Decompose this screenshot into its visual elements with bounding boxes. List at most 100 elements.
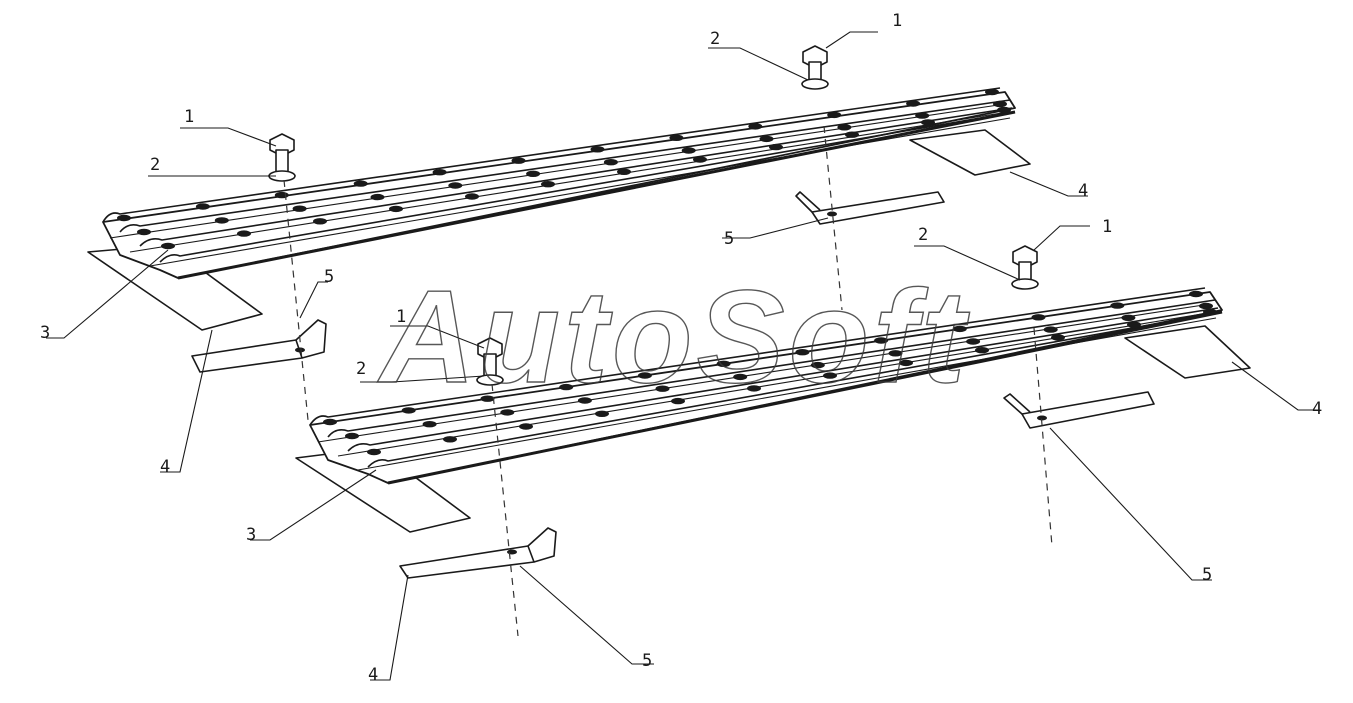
upper-row-a-hole — [590, 146, 605, 153]
upper-row-a-hole — [827, 111, 842, 119]
callout-2-lower-left: 2 — [356, 359, 366, 379]
lower-rail-assembly — [295, 245, 1251, 637]
upper-row-b-hole — [837, 124, 852, 131]
callout-1-upper-right: 1 — [892, 11, 902, 31]
lower-row-a-hole — [1031, 314, 1046, 321]
lower-row-c-hole — [747, 385, 761, 392]
lower-row-c-hole — [443, 436, 457, 443]
callout-4-upper-left: 4 — [160, 457, 170, 477]
upper-row-b-hole — [370, 193, 385, 201]
callout-2-lower-right: 2 — [918, 225, 928, 245]
upper-row-b-hole — [915, 112, 930, 119]
slotted-rail-lower — [309, 287, 1223, 485]
upper-row-b-hole — [137, 228, 151, 236]
lower-row-b-hole — [1043, 326, 1058, 333]
callout-4-lower-right: 4 — [1312, 399, 1322, 419]
lower-row-b-hole — [1199, 302, 1213, 310]
upper-row-c-hole — [997, 106, 1011, 114]
callout-5-lower-right: 5 — [1202, 565, 1212, 585]
bracket-lower-left — [399, 527, 557, 579]
callout-1-lower-right: 1 — [1102, 217, 1112, 237]
lower-row-a-hole — [952, 325, 967, 333]
lower-row-b-hole — [733, 373, 748, 381]
upper-row-c-hole — [313, 218, 327, 225]
callout-labels: 1 1 1 1 2 2 2 2 3 3 4 4 4 4 5 5 5 5 — [40, 11, 1322, 685]
bracket-lower-right — [1003, 391, 1155, 429]
upper-row-a-hole — [906, 100, 921, 107]
lower-row-a-hole — [559, 383, 574, 391]
callout-4-upper-right: 4 — [1078, 181, 1088, 201]
upper-row-a-hole — [353, 180, 368, 187]
support-plate-right-upper — [909, 129, 1031, 176]
callout-2-upper-left: 2 — [150, 155, 160, 175]
lower-row-c-hole — [1203, 308, 1217, 316]
lower-row-a-hole — [401, 407, 416, 414]
lower-row-b-hole — [655, 385, 670, 392]
upper-row-c-hole — [161, 242, 175, 250]
upper-row-b-hole — [448, 182, 463, 189]
rail-holes-lower — [323, 290, 1217, 456]
upper-row-c-hole — [465, 193, 479, 200]
lower-row-a-hole — [323, 418, 337, 426]
upper-row-b-hole — [681, 147, 696, 154]
lower-row-b-hole — [422, 421, 437, 428]
lower-row-c-hole — [671, 397, 685, 405]
upper-rail-assembly — [87, 45, 1031, 421]
upper-row-c-hole — [921, 119, 935, 126]
upper-row-b-hole — [993, 100, 1007, 108]
callout-1-upper-left: 1 — [184, 107, 194, 127]
support-plate-right-lower — [1124, 325, 1251, 379]
upper-row-a-hole — [195, 203, 210, 210]
upper-row-c-hole — [769, 143, 783, 151]
bolt-lower-right — [1011, 245, 1039, 290]
lower-row-a-hole — [716, 360, 731, 367]
bolt-upper-right — [801, 45, 829, 90]
lower-row-c-hole — [899, 359, 913, 367]
lower-row-b-hole — [966, 338, 981, 345]
lower-row-b-hole — [1121, 314, 1136, 321]
bracket-upper-left — [191, 319, 327, 373]
upper-row-a-hole — [669, 134, 684, 141]
lower-row-a-hole — [637, 372, 652, 379]
lower-row-c-hole — [823, 372, 837, 379]
upper-row-c-hole — [845, 131, 859, 138]
lower-row-c-hole — [975, 347, 989, 354]
callout-1-lower-left: 1 — [396, 307, 406, 327]
upper-row-c-hole — [541, 181, 555, 188]
callout-5-lower-left: 5 — [642, 651, 652, 671]
lower-row-b-hole — [810, 361, 825, 369]
bracket-upper-right — [795, 191, 945, 225]
callout-3-upper: 3 — [40, 323, 50, 343]
callout-5-upper-right: 5 — [724, 229, 734, 249]
upper-row-c-hole — [237, 230, 251, 237]
lower-row-c-hole — [519, 423, 533, 430]
upper-row-c-hole — [693, 156, 707, 163]
upper-row-a-hole — [511, 157, 526, 164]
lower-row-a-hole — [795, 349, 810, 356]
upper-row-a-hole — [432, 169, 447, 176]
upper-row-b-hole — [214, 217, 229, 224]
upper-row-b-hole — [603, 159, 618, 166]
lower-row-c-hole — [1051, 334, 1065, 341]
callout-4-lower-left: 4 — [368, 665, 378, 685]
lower-row-c-hole — [595, 410, 609, 417]
lower-row-a-hole — [1189, 290, 1203, 298]
slotted-rail-upper — [102, 87, 1016, 280]
callout-5-upper-left: 5 — [324, 267, 334, 287]
lower-row-b-hole — [577, 397, 592, 404]
callout-2-upper-right: 2 — [710, 29, 720, 49]
rail-holes-upper — [117, 88, 1011, 250]
upper-row-a-hole — [117, 214, 131, 222]
watermark: AutoSoft — [377, 263, 970, 410]
upper-row-a-hole — [748, 123, 763, 130]
upper-row-a-hole — [985, 88, 999, 96]
upper-row-b-hole — [759, 135, 774, 143]
bolt-upper-left — [268, 133, 296, 182]
lower-row-b-hole — [888, 350, 903, 357]
lower-row-a-hole — [480, 395, 495, 402]
upper-row-c-hole — [617, 168, 631, 175]
leader-lines — [46, 31, 1318, 681]
upper-row-b-hole — [292, 205, 307, 212]
